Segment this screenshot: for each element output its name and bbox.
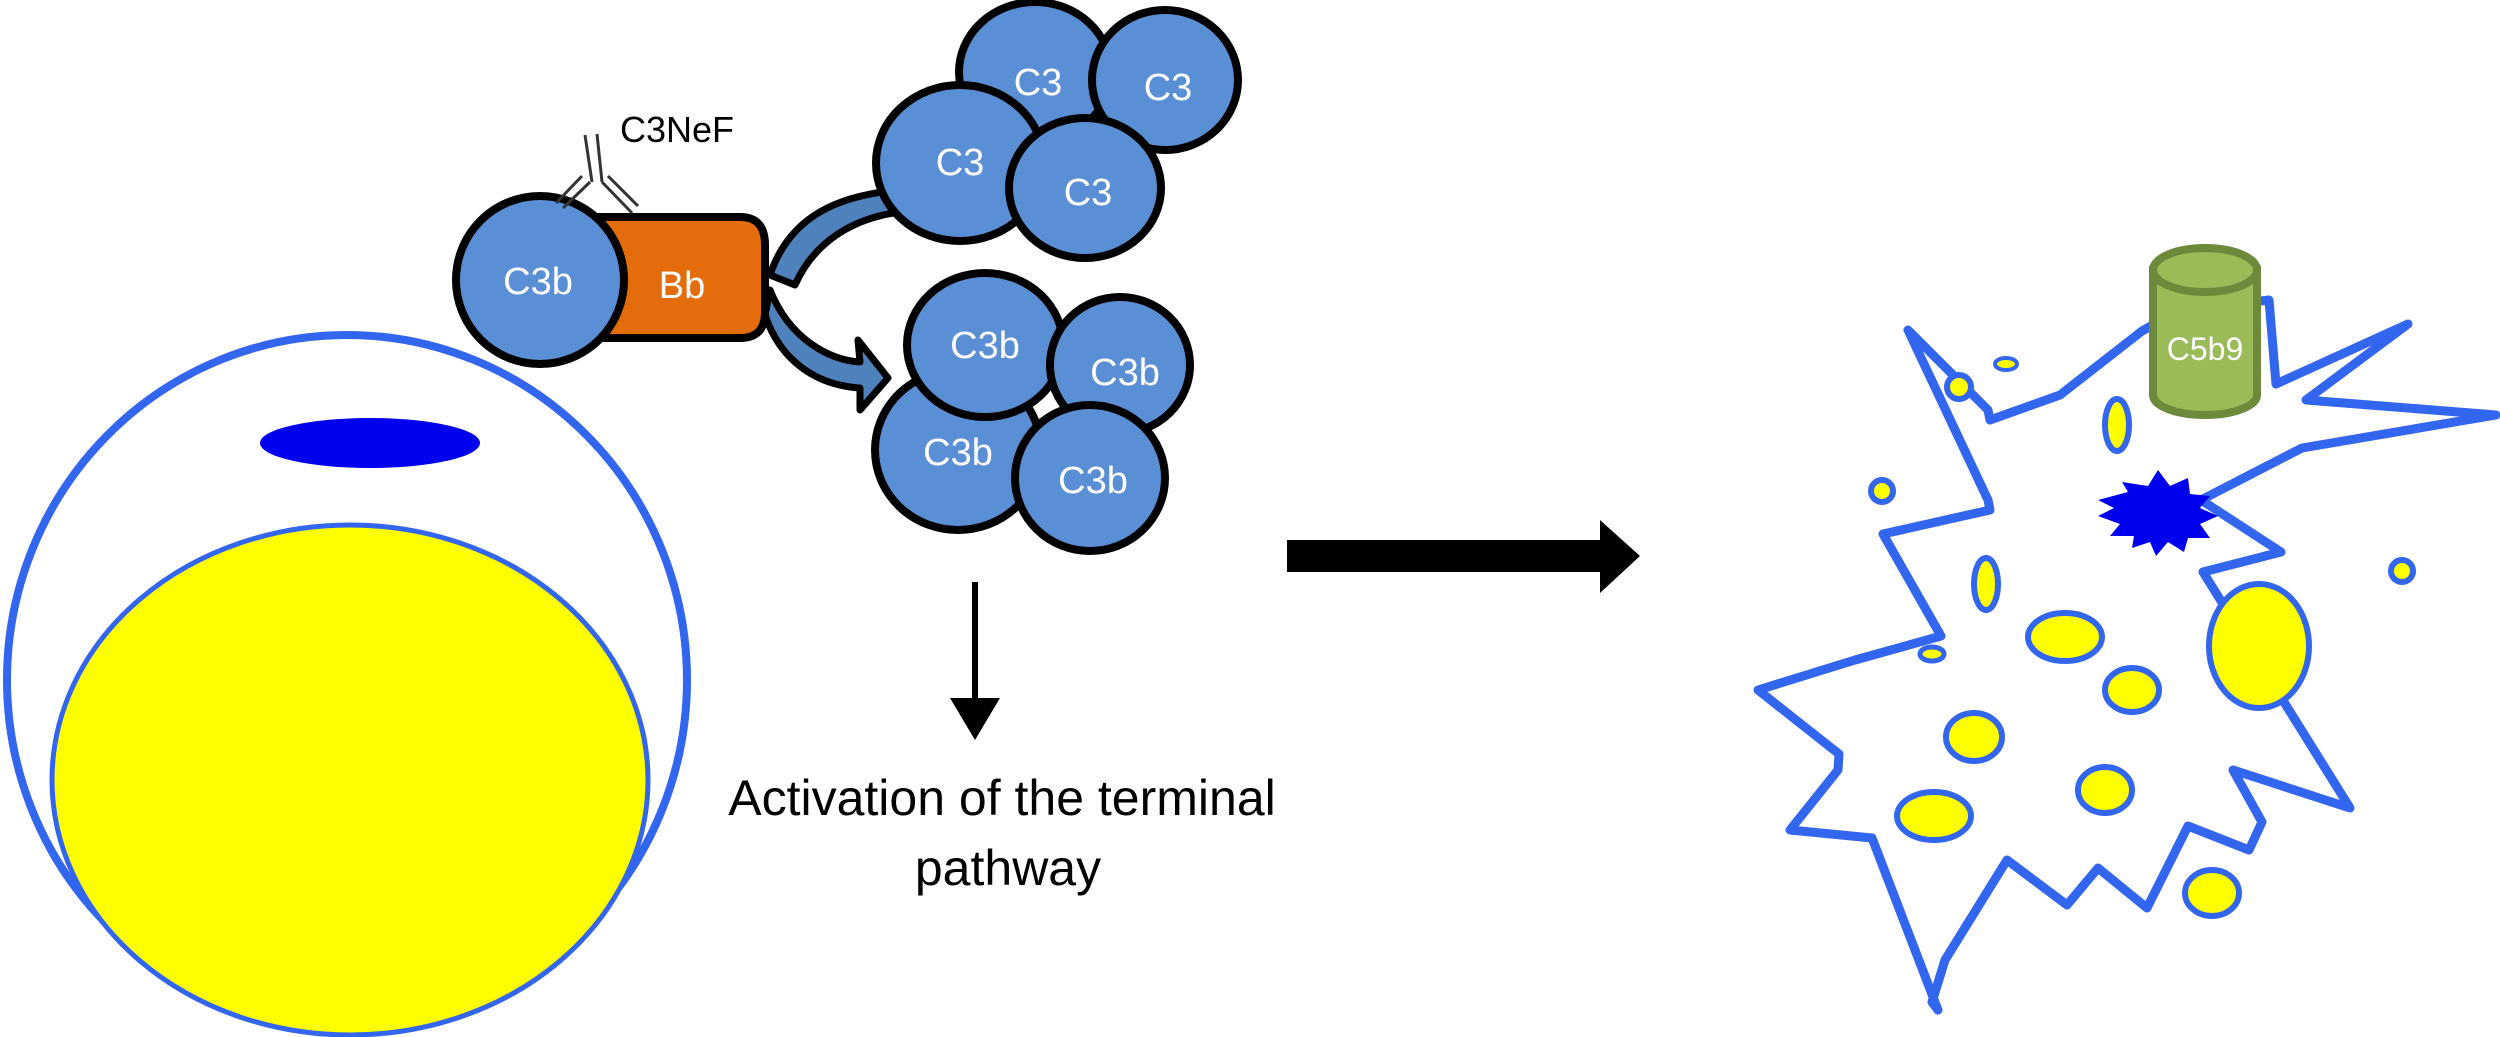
c3b-label: C3b: [950, 325, 1020, 367]
vesicle: [2102, 665, 2162, 715]
c3b-molecule: [1011, 401, 1169, 555]
c3-label: C3: [1064, 172, 1113, 214]
c3-cluster: C3 C3 C3 C3: [872, 0, 1242, 262]
terminal-pathway-caption-line2: pathway: [915, 840, 1101, 896]
c3nef-antibody-icon: [554, 133, 640, 215]
terminal-pathway-caption-line1: Activation of the terminal: [728, 770, 1276, 826]
vesicle: [1944, 372, 1974, 402]
vesicle: [1894, 789, 1974, 843]
curved-arrow-up: [766, 186, 904, 289]
c3b-label: C3b: [1058, 460, 1128, 502]
vesicle: [1943, 710, 2005, 764]
mac-c5b9-pore: C5b9: [2149, 244, 2261, 419]
c3-label: C3: [1014, 62, 1063, 104]
bb-protein: [586, 213, 769, 342]
fragmented-granule: [2098, 470, 2218, 556]
vesicle: [2388, 557, 2416, 585]
right-arrow-icon: [1287, 520, 1640, 593]
granule: [260, 418, 480, 468]
vesicle: [1993, 356, 2019, 372]
c3nef-label: C3NeF: [620, 109, 734, 150]
vesicle: [2025, 610, 2105, 664]
vesicle: [2102, 396, 2132, 454]
c3-label: C3: [1144, 67, 1193, 109]
vesicle: [2182, 867, 2242, 919]
c3-convertase: Bb C3b C3NeF: [452, 109, 769, 368]
c3b-label: C3b: [1090, 352, 1160, 394]
c5b9-label: C5b9: [2167, 331, 2244, 367]
c3b-protein: [452, 192, 628, 368]
vesicle-large: [2206, 581, 2312, 711]
vesicle: [1868, 477, 1896, 505]
intact-cell: [3, 331, 691, 1037]
vesicle: [1971, 555, 2001, 613]
bb-label: Bb: [659, 265, 705, 307]
c3b-cluster: C3b C3b C3b C3b: [871, 269, 1194, 555]
c3-label: C3: [936, 142, 985, 184]
vesicle: [2075, 764, 2135, 816]
cleavage-arrows: [761, 186, 904, 414]
nucleus: [49, 522, 651, 1037]
curved-arrow-down-icon: [761, 286, 892, 414]
c3-molecule: [1088, 6, 1242, 154]
c3b-label: C3b: [503, 261, 573, 303]
down-arrow-icon: [950, 698, 1000, 740]
vesicle: [1917, 644, 1947, 664]
terminal-pathway-arrow: [950, 582, 1000, 740]
c3-molecule: [1005, 114, 1165, 262]
lysed-cell: C5b9: [1753, 244, 2500, 1015]
c3b-label: C3b: [923, 432, 993, 474]
